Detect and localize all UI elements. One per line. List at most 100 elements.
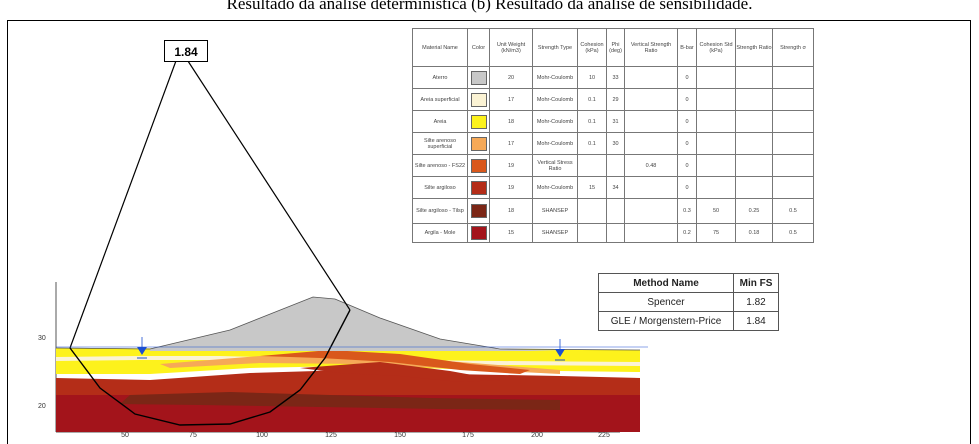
material-name-cell: Silte arenoso superficial — [412, 132, 468, 155]
layer-silt-sandy-upper — [160, 355, 560, 374]
y-tick-label: 20 — [38, 403, 46, 410]
unit-weight-cell: 15 — [489, 223, 533, 243]
material-color-swatch — [470, 204, 487, 218]
unit-weight-cell: 18 — [489, 198, 533, 224]
header-phi: Phi (deg) — [606, 28, 625, 67]
strength-type-cell: SHANSEP — [532, 198, 578, 224]
material-name-cell: Silte argiloso — [412, 176, 468, 199]
strength-type-cell: SHANSEP — [532, 223, 578, 243]
color-cell — [467, 176, 490, 199]
material-properties-table: Material Name Color Unit Weight (kN/m3) … — [412, 28, 814, 243]
vsr-cell — [624, 176, 678, 199]
material-name-cell: Areia — [412, 110, 468, 133]
b-bar-cell: 0 — [677, 154, 697, 177]
strength-ratio-cell — [735, 66, 773, 89]
strength-ratio-cell — [735, 110, 773, 133]
strength-type-cell: Mohr-Coulomb — [532, 176, 578, 199]
header-strength-type: Strength Type — [532, 28, 578, 67]
strength-type-cell: Mohr-Coulomb — [532, 132, 578, 155]
material-color-swatch — [470, 226, 487, 240]
phi-cell — [606, 154, 625, 177]
cohesion-cell: 0.1 — [577, 110, 607, 133]
cohesion-cell: 15 — [577, 176, 607, 199]
strength-sigma-cell — [772, 66, 814, 89]
unit-weight-cell: 18 — [489, 110, 533, 133]
vsr-cell — [624, 66, 678, 89]
strength-sigma-cell — [772, 154, 814, 177]
unit-weight-cell: 19 — [489, 154, 533, 177]
radius-line-left — [69, 49, 181, 349]
method-name-cell: GLE / Morgenstern-Price — [598, 311, 734, 331]
embankment-fill — [150, 297, 560, 351]
figure-caption: Resultado da análise determinística (b) … — [226, 0, 753, 13]
color-cell — [467, 132, 490, 155]
phi-cell — [606, 223, 625, 243]
header-unit-weight: Unit Weight (kN/m3) — [489, 28, 533, 67]
strength-sigma-cell — [772, 110, 814, 133]
strength-ratio-cell — [735, 176, 773, 199]
strength-ratio-cell: 0.18 — [735, 223, 773, 243]
unit-weight-cell: 20 — [489, 66, 533, 89]
phi-cell: 29 — [606, 88, 625, 111]
b-bar-cell: 0 — [677, 132, 697, 155]
header-vertical-strength-ratio: Vertical Strength Ratio — [624, 28, 678, 67]
cohesion-cell — [577, 154, 607, 177]
cohesion-std-cell — [696, 154, 736, 177]
min-fs-cell: 1.84 — [733, 311, 779, 331]
header-cohesion: Cohesion (kPa) — [577, 28, 607, 67]
strength-ratio-cell — [735, 154, 773, 177]
color-cell — [467, 154, 490, 177]
material-color-swatch — [470, 114, 487, 129]
factor-of-safety-label: 1.84 — [164, 40, 208, 62]
unit-weight-cell: 19 — [489, 176, 533, 199]
strength-sigma-cell: 0.5 — [772, 223, 814, 243]
cohesion-cell — [577, 198, 607, 224]
unit-weight-cell: 17 — [489, 88, 533, 111]
cohesion-cell: 0.1 — [577, 132, 607, 155]
layer-silt-clayey-lens — [300, 362, 500, 382]
material-color-swatch — [470, 136, 487, 151]
x-tick-label: 200 — [531, 432, 543, 439]
slip-surface-line — [69, 309, 351, 426]
color-cell — [467, 88, 490, 111]
phi-cell: 30 — [606, 132, 625, 155]
phi-cell: 34 — [606, 176, 625, 199]
header-method-name: Method Name — [598, 273, 734, 293]
vsr-cell — [624, 198, 678, 224]
material-name-cell: Areia superficial — [412, 88, 468, 111]
cohesion-std-cell — [696, 66, 736, 89]
strength-ratio-cell: 0.25 — [735, 198, 773, 224]
method-table-header-row: Method Name Min FS — [598, 273, 779, 293]
cohesion-std-cell — [696, 110, 736, 133]
material-color-swatch — [470, 180, 487, 195]
layer-silt-sandy-lens — [260, 350, 530, 374]
cohesion-std-cell — [696, 132, 736, 155]
b-bar-cell: 0 — [677, 66, 697, 89]
unit-weight-cell: 17 — [489, 132, 533, 155]
material-name-cell: Aterro — [412, 66, 468, 89]
strength-type-cell: Vertical Stress Ratio — [532, 154, 578, 177]
material-color-swatch — [470, 92, 487, 107]
header-b-bar: B-bar — [677, 28, 697, 67]
x-tick-label: 75 — [189, 432, 197, 439]
color-cell — [467, 66, 490, 89]
strength-sigma-cell — [772, 176, 814, 199]
vsr-cell — [624, 132, 678, 155]
header-min-fs: Min FS — [733, 273, 779, 293]
strength-sigma-cell — [772, 132, 814, 155]
method-row-gle: GLE / Morgenstern-Price 1.84 — [598, 311, 779, 331]
header-strength-sigma: Strength σ — [772, 28, 814, 67]
vsr-cell — [624, 88, 678, 111]
strength-sigma-cell — [772, 88, 814, 111]
b-bar-cell: 0.3 — [677, 198, 697, 224]
material-color-swatch — [470, 158, 487, 173]
cohesion-cell — [577, 223, 607, 243]
header-color: Color — [467, 28, 490, 67]
b-bar-cell: 0 — [677, 176, 697, 199]
x-tick-label: 175 — [462, 432, 474, 439]
